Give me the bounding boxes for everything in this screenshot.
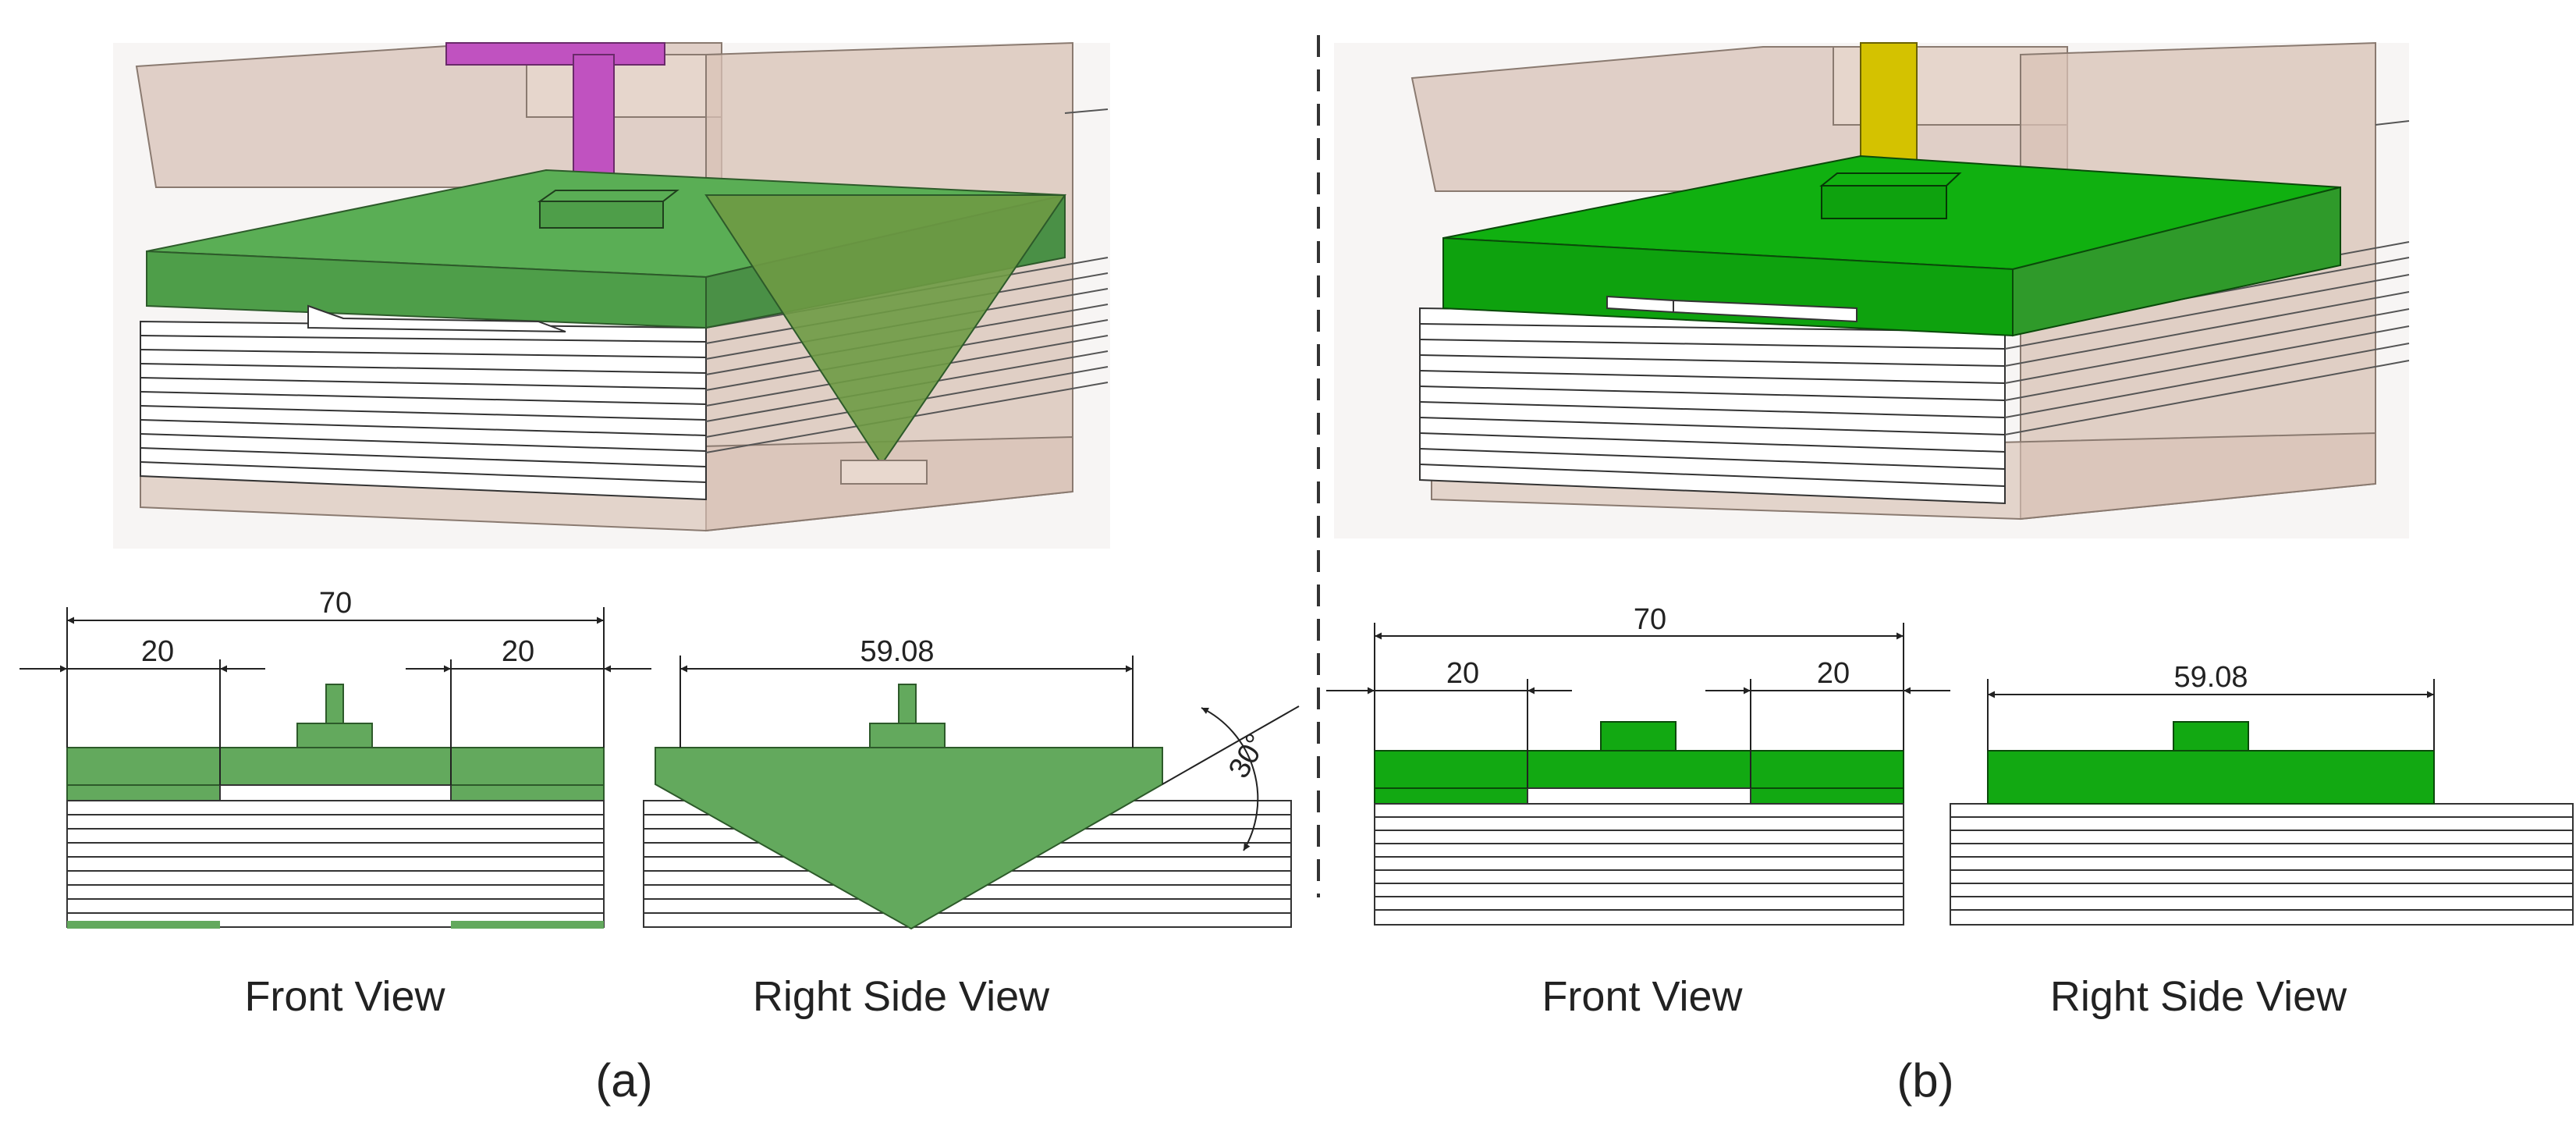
- panel-a-dim-angle: 30°: [1222, 729, 1273, 784]
- panel-a-dim-side-width: 59.08: [860, 635, 934, 668]
- panel-b-front-dimensions: [1326, 623, 1950, 788]
- panel-a-front-bottom-right-pad: [451, 921, 604, 929]
- panel-b-probe-base-top: [1819, 172, 1962, 187]
- panel-a-front-pad-left-foot: [66, 784, 221, 801]
- panel-a-front-layers: [66, 800, 605, 928]
- panel-b-front-pad-right-foot: [1750, 787, 1904, 805]
- panel-a-isometric-view: [113, 41, 1110, 549]
- panel-a-probe-head: [445, 42, 665, 66]
- panel-b-front-recess: [1527, 787, 1751, 805]
- panel-b-isometric-view: [1334, 41, 2410, 538]
- panel-b-front-view-label: Front View: [1542, 973, 1743, 1020]
- panel-b-side-view-label: Right Side View: [2050, 973, 2347, 1020]
- panel-a-label: (a): [595, 1054, 652, 1107]
- panel-b-label: (b): [1897, 1054, 1953, 1107]
- panel-b-dim-overall: 70: [1634, 603, 1666, 636]
- panel-b-pad-recess: [1673, 299, 1857, 323]
- panel-a-front-probe-stem: [325, 684, 344, 724]
- panel-b-dim-right: 20: [1817, 657, 1850, 690]
- panel-a-side-view: 59.08 30° Right Side View: [643, 635, 1300, 1020]
- panel-a-front-view-label: Front View: [244, 973, 445, 1020]
- panel-a-front-view: 70 20 20 Front View: [20, 587, 651, 1020]
- panel-b-front-pad-left-foot: [1374, 787, 1528, 805]
- panel-b-pad-side: [2012, 186, 2341, 337]
- panel-a-dim-right: 20: [502, 635, 534, 668]
- panel-b-iso-layers: [1419, 241, 2410, 505]
- panel-b-housing-edge: [2375, 120, 2410, 126]
- panel-b-side-layers: [1950, 803, 2574, 926]
- panel-b-front-layers: [1374, 803, 1904, 926]
- panel-a-side-probe-base: [869, 723, 946, 748]
- panel-a-side-dimensions: [679, 656, 1300, 851]
- panel-b-dim-left: 20: [1446, 657, 1479, 690]
- panel-a-side-wedge: [655, 747, 1163, 930]
- panel-b-front-pad: [1374, 750, 1904, 789]
- panel-a-front-bottom-left-pad: [67, 921, 220, 929]
- panel-a-taper-wedge: [704, 194, 1066, 466]
- panel-b-probe-base: [1821, 185, 1947, 219]
- panel-a-side-probe-stem: [898, 684, 917, 724]
- panel-a-probe-base: [539, 201, 664, 229]
- panel-b-side-view: 59.08 Right Side View: [1950, 661, 2574, 1020]
- panel-a-dim-left: 20: [141, 635, 174, 668]
- panel-a-side-view-label: Right Side View: [753, 973, 1050, 1020]
- panel-a-probe-stem: [573, 54, 615, 192]
- panel-a-wedge-foot: [840, 460, 928, 485]
- panel-b-side-dimensions: [1987, 679, 2435, 751]
- panel-b-dim-side-width: 59.08: [2173, 661, 2248, 694]
- panel-b-front-probe-base: [1600, 721, 1677, 751]
- panel-a-front-dimensions: [20, 607, 651, 785]
- panel-a-probe-base-top: [537, 190, 679, 202]
- panel-a-dim-overall: 70: [319, 587, 352, 620]
- panel-a-front-probe-base: [296, 723, 373, 748]
- panel-b-front-view: 70 20 20 Front View: [1326, 603, 1950, 1020]
- panel-a-front-pad: [66, 747, 605, 786]
- panel-a-front-pad-right-foot: [450, 784, 605, 801]
- panel-a-front-recess: [219, 784, 452, 801]
- panel-b-side-probe-base: [2173, 721, 2249, 751]
- panel-a-housing-edge: [1064, 108, 1109, 114]
- panel-b-side-pad: [1987, 750, 2435, 805]
- panel-a-pad-recess: [307, 304, 566, 332]
